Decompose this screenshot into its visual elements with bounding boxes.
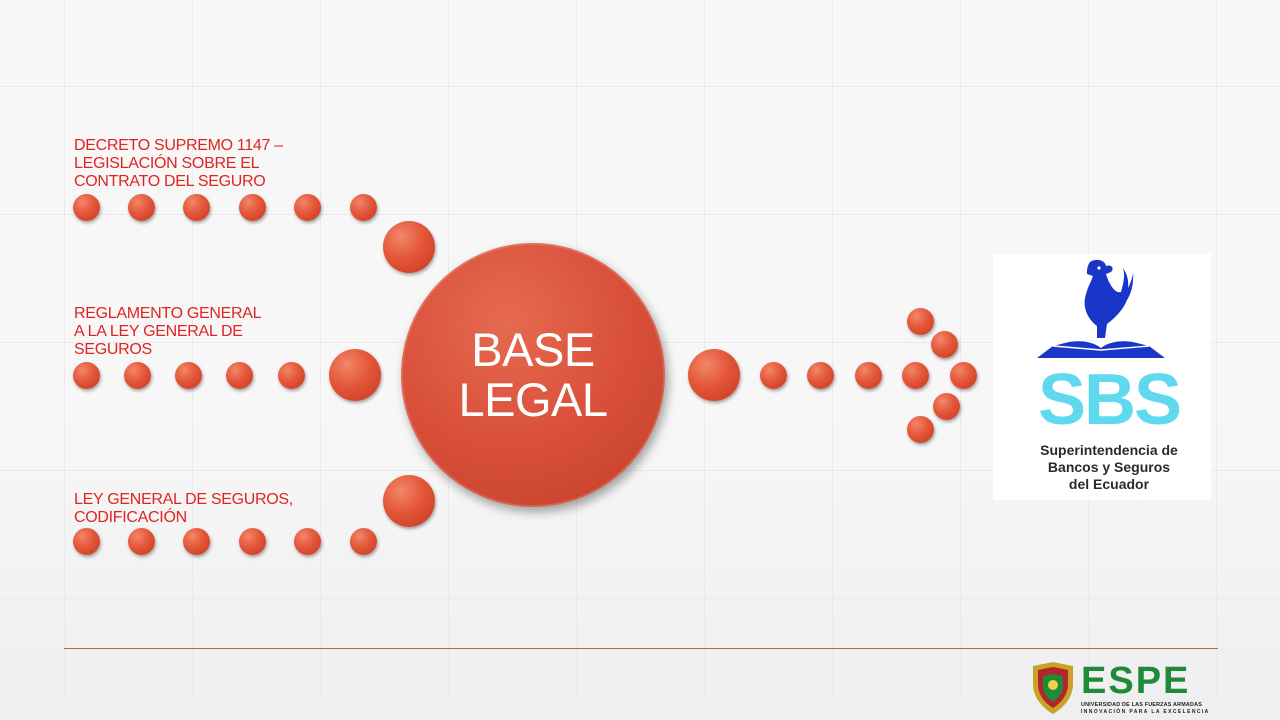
- sbs-letters: SBS: [1037, 360, 1182, 440]
- connector-dot-large: [383, 221, 435, 273]
- connector-dot: [902, 362, 929, 389]
- connector-dot: [175, 362, 202, 389]
- connector-dot: [73, 194, 100, 221]
- connector-dot: [128, 194, 155, 221]
- connector-dot: [760, 362, 787, 389]
- connector-dot: [294, 194, 321, 221]
- connector-dot: [350, 528, 377, 555]
- base-legal-hub: BASE LEGAL: [401, 243, 665, 507]
- espe-shield-icon: [1033, 662, 1073, 714]
- connector-dot: [350, 194, 377, 221]
- label-decreto-supremo: DECRETO SUPREMO 1147 – LEGISLACIÓN SOBRE…: [74, 137, 283, 190]
- espe-logo: ESPE UNIVERSIDAD DE LAS FUERZAS ARMADAS …: [1029, 660, 1221, 716]
- connector-dot: [807, 362, 834, 389]
- connector-dot: [124, 362, 151, 389]
- connector-dot: [239, 194, 266, 221]
- connector-dot: [73, 528, 100, 555]
- rooster-book-icon: [1037, 259, 1165, 358]
- connector-dot: [128, 528, 155, 555]
- sbs-logo: SBS Superintendencia de Bancos y Seguros…: [993, 254, 1211, 500]
- connector-dot-large: [383, 475, 435, 527]
- arrow-head-dot: [907, 308, 934, 335]
- sbs-caption: Superintendencia de Bancos y Seguros del…: [1040, 442, 1178, 492]
- connector-dot-large: [688, 349, 740, 401]
- connector-dot-large: [329, 349, 381, 401]
- arrow-head-dot: [933, 393, 960, 420]
- connector-dot: [183, 194, 210, 221]
- connector-dot: [855, 362, 882, 389]
- connector-dot: [294, 528, 321, 555]
- connector-dot: [239, 528, 266, 555]
- connector-dot: [226, 362, 253, 389]
- connector-dot: [278, 362, 305, 389]
- espe-subtitle: UNIVERSIDAD DE LAS FUERZAS ARMADAS: [1081, 702, 1203, 708]
- arrow-head-dot: [907, 416, 934, 443]
- arrow-head-dot: [931, 331, 958, 358]
- label-ley-general: LEY GENERAL DE SEGUROS, CODIFICACIÓN: [74, 491, 293, 526]
- espe-tagline: INNOVACIÓN PARA LA EXCELENCIA: [1081, 709, 1210, 715]
- footer-divider: [64, 648, 1218, 649]
- arrow-tip-dot: [950, 362, 977, 389]
- label-reglamento-general: REGLAMENTO GENERAL A LA LEY GENERAL DE S…: [74, 305, 262, 358]
- connector-dot: [73, 362, 100, 389]
- hub-label: BASE LEGAL: [458, 323, 608, 426]
- espe-wordmark: ESPE: [1081, 660, 1191, 702]
- connector-dot: [183, 528, 210, 555]
